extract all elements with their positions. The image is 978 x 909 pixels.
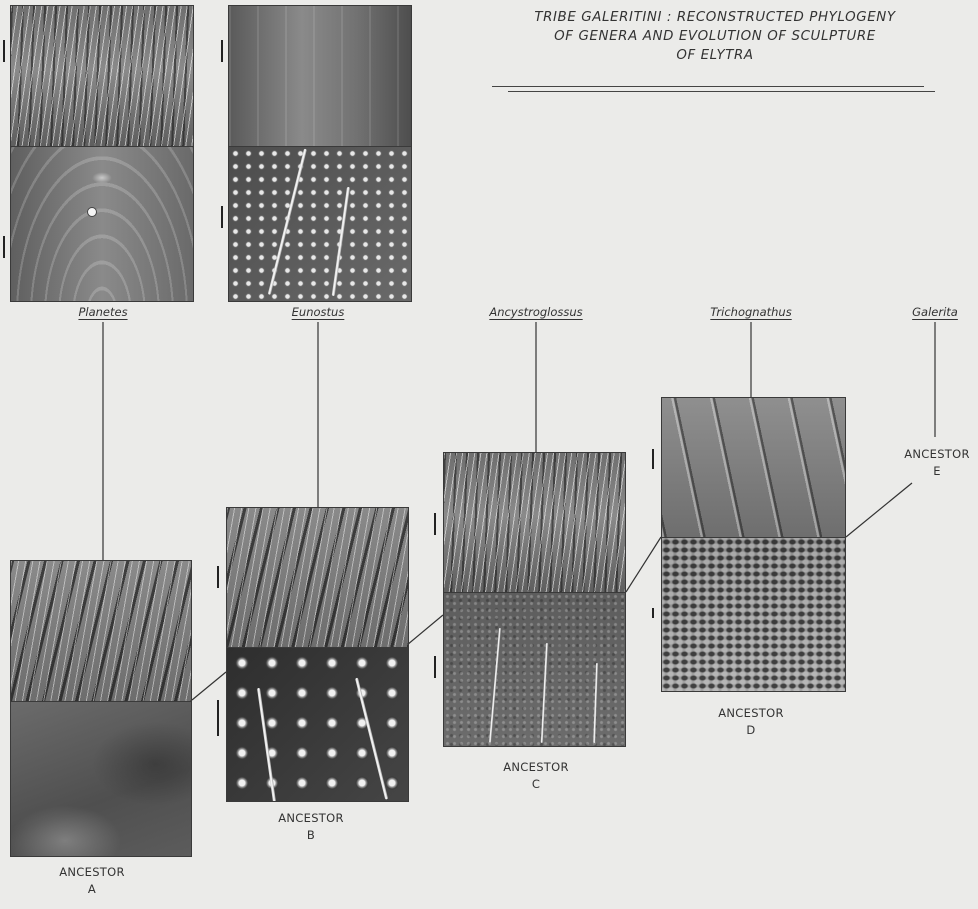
scale-bar [217, 700, 219, 736]
ancestor-a-word: ANCESTOR [59, 864, 125, 881]
ancestor-label-e: ANCESTOR E [904, 446, 970, 480]
ancestor-b-upper-micrograph [226, 507, 409, 649]
genus-label-galerita: Galerita [912, 305, 958, 319]
connector-b-c [407, 615, 443, 645]
scale-bar [221, 206, 223, 228]
scale-bar [652, 449, 654, 469]
genus-label-eunostus: Eunostus [292, 305, 345, 319]
scale-bar [652, 608, 654, 618]
ancestor-c-lower-micrograph [443, 592, 626, 747]
genus-label-planetes: Planetes [78, 305, 127, 319]
scale-bar [3, 40, 5, 62]
ancestor-label-a: ANCESTOR A [59, 864, 125, 898]
ancestor-a-upper-micrograph [10, 560, 192, 703]
ancestor-e-word: ANCESTOR [904, 446, 970, 463]
ancestor-c-upper-micrograph [443, 452, 626, 594]
genus-label-ancystroglossus: Ancystroglossus [489, 305, 582, 319]
ancestor-b-word: ANCESTOR [278, 810, 344, 827]
ancestor-d-lower-micrograph [661, 537, 846, 692]
ancestor-c-seta [489, 628, 501, 743]
ancestor-c-seta [541, 643, 548, 743]
ancestor-d-upper-micrograph [661, 397, 846, 539]
scale-bar [217, 566, 219, 588]
connector-c-d [626, 537, 661, 592]
ancestor-a-letter: A [59, 881, 125, 898]
ancestor-label-b: ANCESTOR B [278, 810, 344, 844]
ancestor-c-seta [593, 663, 598, 743]
planetes-pore [87, 207, 97, 217]
ancestor-a-lower-micrograph [10, 701, 192, 857]
ancestor-b-letter: B [278, 827, 344, 844]
ancestor-b-seta [355, 678, 388, 800]
eunostus-upper-micrograph [228, 5, 412, 148]
scale-bar [221, 40, 223, 62]
ancestor-d-word: ANCESTOR [718, 705, 784, 722]
scale-bar [434, 656, 436, 678]
genus-label-trichognathus: Trichognathus [710, 305, 791, 319]
ancestor-d-letter: D [718, 722, 784, 739]
ancestor-label-d: ANCESTOR D [718, 705, 784, 739]
planetes-lower-micrograph [10, 146, 194, 302]
ancestor-e-letter: E [904, 463, 970, 480]
connector-a-b [192, 672, 226, 700]
eunostus-seta [332, 187, 350, 296]
scale-bar [434, 513, 436, 535]
connector-d-e [846, 483, 912, 537]
eunostus-seta [268, 149, 307, 295]
ancestor-b-lower-micrograph [226, 647, 409, 802]
ancestor-b-seta [257, 688, 276, 802]
scale-bar [3, 236, 5, 258]
ancestor-c-word: ANCESTOR [503, 759, 569, 776]
ancestor-label-c: ANCESTOR C [503, 759, 569, 793]
ancestor-c-letter: C [503, 776, 569, 793]
eunostus-lower-micrograph [228, 146, 412, 302]
planetes-upper-micrograph [10, 5, 194, 148]
